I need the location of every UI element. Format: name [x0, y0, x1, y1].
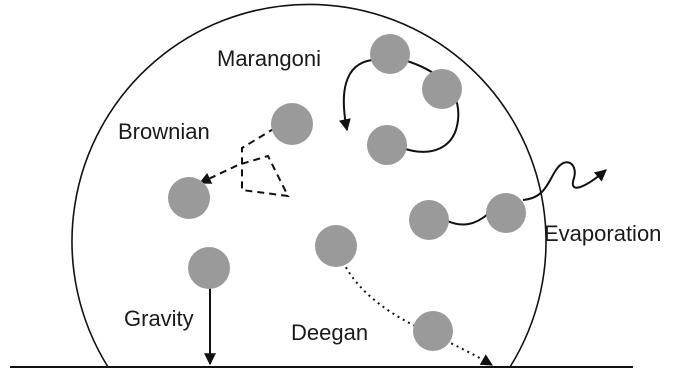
marangoni-path: [339, 59, 373, 132]
particle: [271, 103, 313, 145]
particle: [168, 177, 210, 219]
evaporation-path-inner: [444, 213, 489, 226]
particle: [422, 69, 462, 109]
label-brownian: Brownian: [118, 119, 210, 144]
particle: [486, 193, 526, 233]
brownian-path: [198, 127, 290, 198]
deegan-path: [342, 261, 494, 366]
evaporation-path-outer: [522, 161, 607, 201]
label-gravity: Gravity: [124, 306, 194, 331]
particle: [409, 200, 449, 240]
particle: [370, 34, 410, 74]
particle: [315, 225, 357, 267]
droplet-outline: [71, 3, 547, 368]
label-marangoni: Marangoni: [217, 46, 321, 71]
label-evaporation: Evaporation: [544, 221, 661, 246]
particle: [367, 125, 407, 165]
marangoni-path-loop: [401, 59, 460, 153]
label-deegan: Deegan: [291, 320, 368, 345]
particle: [413, 311, 453, 351]
particle: [188, 247, 230, 289]
